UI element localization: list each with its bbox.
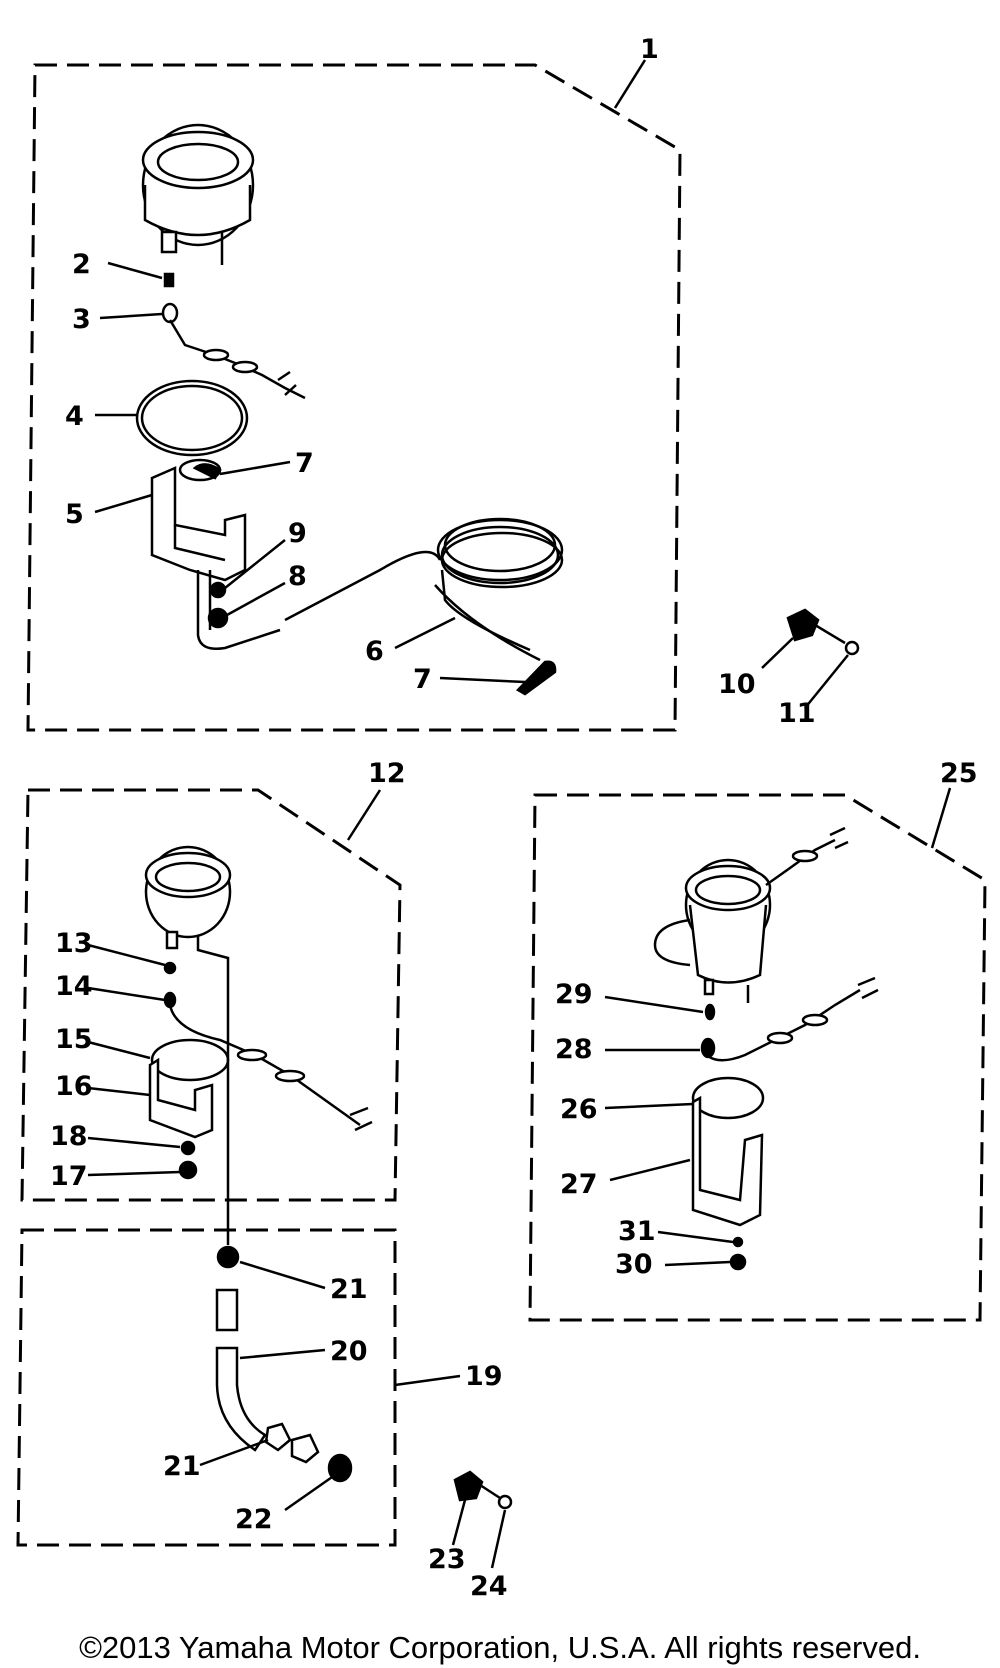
label-24: 24: [470, 1571, 508, 1602]
lead-wire-28: [700, 976, 879, 1062]
label-23: 23: [428, 1544, 466, 1575]
label-19: 19: [465, 1361, 503, 1392]
label-29: 29: [555, 979, 593, 1010]
label-7a: 7: [295, 448, 314, 479]
assembly-box-25: [528, 793, 987, 1322]
speedometer-gauge-12: [144, 845, 232, 1010]
label-25: 25: [940, 758, 978, 789]
label-7b: 7: [413, 664, 432, 695]
label-28: 28: [555, 1034, 593, 1065]
lead-wire-14: [163, 991, 373, 1132]
label-11: 11: [778, 698, 816, 729]
label-26: 26: [560, 1094, 598, 1125]
label-16: 16: [55, 1071, 93, 1102]
label-15: 15: [55, 1024, 93, 1055]
copyright-notice: ©2013 Yamaha Motor Corporation, U.S.A. A…: [79, 1630, 921, 1665]
grommet-8: [207, 607, 229, 629]
label-8: 8: [288, 561, 307, 592]
label-12: 12: [368, 758, 406, 789]
label-31: 31: [618, 1216, 656, 1247]
o-ring-26: [691, 1076, 765, 1120]
label-10: 10: [718, 669, 756, 700]
label-30: 30: [615, 1249, 653, 1280]
label-18: 18: [50, 1121, 88, 1152]
screw-24: [497, 1494, 513, 1510]
label-9: 9: [288, 518, 307, 549]
assembly-box-12: [20, 788, 402, 1202]
label-1: 1: [640, 34, 659, 65]
lead-wire-3: [161, 302, 306, 400]
gauge-25: [653, 826, 849, 1003]
washer-18: [180, 1140, 196, 1156]
o-ring-4: [135, 379, 249, 457]
label-17: 17: [50, 1161, 88, 1192]
label-3: 3: [72, 304, 91, 335]
clip-7-lower: [515, 660, 557, 696]
grommet-21-lower: [264, 1422, 292, 1452]
speedometer-gauge: [141, 123, 255, 265]
nut-2: [163, 272, 175, 288]
assembly-box-1: [26, 63, 682, 732]
pilot-hose-6: [196, 517, 564, 662]
washer-31: [732, 1236, 744, 1248]
bracket-5: [150, 458, 247, 582]
label-2: 2: [72, 249, 91, 280]
label-13: 13: [55, 928, 93, 959]
clip-7-upper: [192, 463, 222, 480]
nut-13: [163, 961, 177, 975]
fitting-10: [786, 608, 820, 642]
fitting-23: [453, 1470, 484, 1502]
grommet-21-upper: [216, 1245, 240, 1269]
assembly-box-19: [16, 1228, 397, 1547]
label-20: 20: [330, 1336, 368, 1367]
bracket-27: [691, 1095, 764, 1227]
label-14: 14: [55, 971, 93, 1002]
label-6: 6: [365, 636, 384, 667]
label-21b: 21: [163, 1451, 201, 1482]
bracket-16: [148, 1057, 214, 1139]
fitting-21-connector: [290, 1433, 320, 1464]
grommet-30: [729, 1253, 747, 1271]
grommet-17: [178, 1160, 198, 1180]
nut-29: [704, 1003, 716, 1021]
label-5: 5: [65, 499, 84, 530]
label-27: 27: [560, 1169, 598, 1200]
screw-11: [844, 640, 860, 656]
washer-9: [209, 581, 227, 599]
o-ring-15: [150, 1038, 230, 1082]
label-21a: 21: [330, 1274, 368, 1305]
hose-20: [215, 1288, 267, 1452]
label-22: 22: [235, 1504, 273, 1535]
label-4: 4: [65, 401, 84, 432]
